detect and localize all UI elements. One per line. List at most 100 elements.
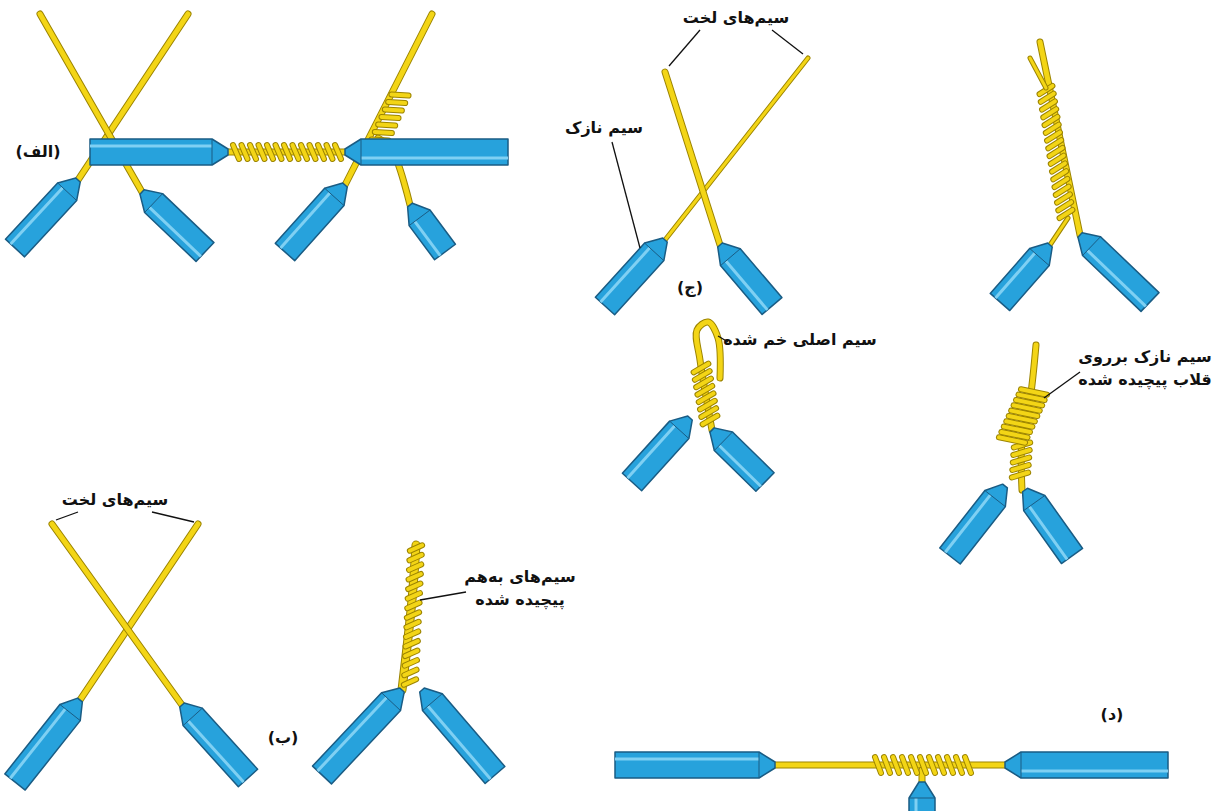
coil-turn — [1013, 450, 1029, 455]
coil-turn-edge — [408, 584, 420, 589]
coil-turn — [409, 564, 421, 569]
coil-turn — [947, 757, 953, 773]
coil-turn-edge — [406, 641, 418, 646]
part-label: سیم‌های لخت — [62, 488, 169, 511]
coil-turn — [406, 641, 418, 646]
wire-insulation — [710, 428, 774, 491]
coil-turn-edge — [375, 132, 392, 133]
coil-turn-edge — [406, 622, 418, 627]
coil-turn-edge — [259, 145, 265, 159]
wire-insulation — [313, 688, 405, 784]
coil-turn-edge — [694, 364, 709, 373]
coil-turn-edge — [1013, 450, 1029, 455]
coil-turn-edge — [233, 145, 239, 159]
bare-conductor-edge — [1030, 58, 1046, 88]
coil-turn-edge — [956, 757, 962, 773]
coil-turn — [404, 679, 416, 684]
insulation-edge — [985, 491, 1005, 507]
coil-turn-edge — [884, 757, 890, 773]
bare-conductor — [1030, 58, 1046, 88]
bare-conductor-edge — [1050, 218, 1068, 245]
insulation-edge — [60, 704, 80, 720]
leader-line — [420, 592, 466, 600]
coil-turn — [1021, 389, 1047, 394]
wire-insulation — [5, 698, 83, 790]
coil-turn — [410, 545, 422, 550]
coil-turn-edge — [391, 94, 408, 95]
coil-turn — [375, 132, 392, 133]
insulation-edge — [670, 421, 689, 438]
coil-turn — [385, 109, 402, 110]
insulation-highlight — [11, 188, 63, 244]
coil-turn — [409, 574, 421, 579]
insulation-edge — [58, 183, 77, 201]
coil-turn — [406, 631, 418, 636]
leader-line — [152, 512, 194, 522]
coil-turn — [233, 145, 239, 159]
insulation-highlight — [318, 698, 387, 771]
coil-turn-edge — [242, 145, 248, 159]
bare-conductor — [80, 524, 198, 700]
insulation-highlight — [726, 261, 768, 310]
coil-turn-edge — [267, 145, 273, 159]
leader-line — [772, 30, 803, 54]
coil-turn-edge — [1021, 389, 1047, 394]
wire-insulation — [5, 178, 80, 257]
part-label: (الف) — [15, 140, 60, 163]
wire-insulation — [595, 238, 667, 315]
part-label: سیم نازک — [565, 116, 643, 139]
coil-turn-edge — [405, 651, 417, 656]
coil-turn-edge — [410, 545, 422, 550]
coil-turn — [378, 124, 395, 125]
coil-turn — [388, 102, 405, 103]
leader-line — [56, 512, 78, 520]
coil-turn — [327, 145, 333, 159]
coil-turn — [405, 651, 417, 656]
insulation-edge — [361, 139, 362, 165]
bare-conductor — [1040, 42, 1080, 235]
coil-turn-edge — [1012, 465, 1028, 470]
insulation-edge — [1021, 752, 1022, 778]
leader-lines — [56, 30, 1080, 600]
wire-insulation — [420, 688, 505, 783]
insulation-highlight — [1087, 250, 1145, 306]
coil-turn — [242, 145, 248, 159]
insulation-highlight — [945, 495, 990, 552]
insulation-highlight — [915, 798, 918, 811]
leader-line — [1044, 372, 1080, 398]
coil-turn — [1012, 473, 1028, 478]
coil-turn-edge — [381, 117, 398, 118]
wire-insulation — [1023, 488, 1083, 563]
insulation-edge — [1083, 237, 1101, 256]
part-label: سیم‌های به‌هم پیچیده شده — [461, 565, 579, 611]
coil-turn-edge — [1013, 458, 1029, 463]
coil-turn-edge — [893, 757, 899, 773]
coil-turn-edge — [301, 145, 307, 159]
coil-turn — [1013, 458, 1029, 463]
coil-turn — [929, 757, 935, 773]
coil-turn — [276, 145, 282, 159]
coil-turn-edge — [385, 109, 402, 110]
insulation-edge — [183, 708, 202, 725]
insulation-edge — [409, 210, 430, 226]
coil-turn — [1012, 465, 1028, 470]
insulation-highlight — [428, 706, 491, 779]
coil-turn-edge — [965, 757, 971, 773]
coil-turn-edge — [284, 145, 290, 159]
insulation-highlight — [601, 248, 650, 302]
coil-turn — [250, 145, 256, 159]
wire-insulation — [180, 703, 258, 787]
insulation-edge — [645, 243, 664, 260]
coil-turn — [318, 145, 324, 159]
bare-conductor — [52, 524, 182, 705]
coil-turn — [335, 145, 341, 159]
insulation-highlight — [188, 721, 243, 782]
coil-turn — [391, 94, 408, 95]
insulation-highlight — [361, 157, 508, 160]
coil-turn — [293, 145, 299, 159]
coil-turn — [409, 555, 421, 560]
wire-insulation — [940, 484, 1008, 564]
wire-insulation — [345, 139, 508, 165]
coil-turn — [911, 757, 917, 773]
